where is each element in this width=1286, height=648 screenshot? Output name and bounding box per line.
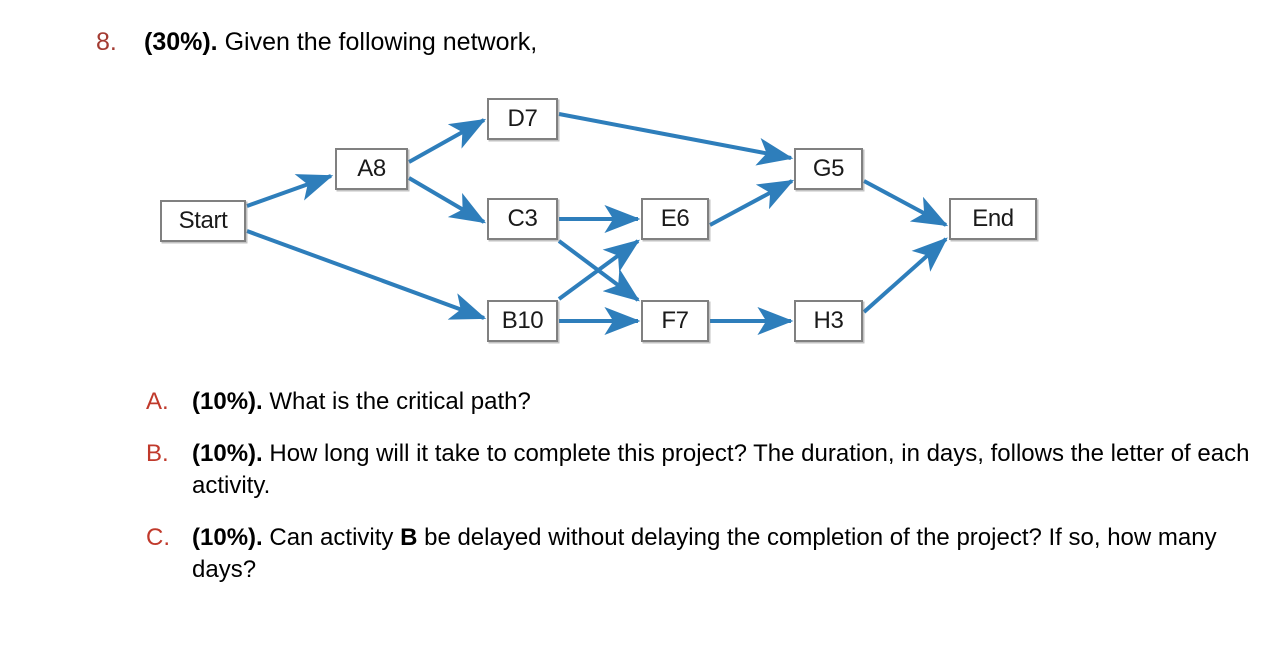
sub-question-b-text: How long will it take to complete this p… [192, 439, 1250, 499]
question-text-block: (30%). Given the following network, [144, 26, 1216, 58]
diagram-edge-e6-to-g5 [709, 179, 795, 227]
diagram-node-label: E6 [660, 205, 690, 232]
sub-question-a-body: (10%). What is the critical path? [192, 386, 1256, 418]
sub-question-c: C. (10%). Can activity B be delayed with… [146, 522, 1256, 586]
sub-question-a: A. (10%). What is the critical path? [146, 386, 1256, 418]
sub-question-list: A. (10%). What is the critical path? B. … [146, 386, 1256, 606]
sub-question-b-percent: (10%). [192, 439, 263, 467]
diagram-node-f7: F7 [641, 300, 709, 342]
diagram-node-end: End [949, 198, 1037, 240]
diagram-edge-b10-to-e6 [557, 239, 640, 301]
sub-question-b: B. (10%). How long will it take to compl… [146, 438, 1256, 502]
question-percent: (30%). [144, 28, 218, 56]
diagram-edge-start-to-b10 [246, 229, 487, 320]
diagram-node-label: D7 [507, 105, 538, 132]
diagram-edges-layer [246, 112, 949, 335]
question-heading: 8. (30%). Given the following network, [96, 26, 1216, 58]
diagram-node-c3: C3 [487, 198, 558, 240]
sub-question-a-percent: (10%). [192, 388, 263, 415]
diagram-node-label: A8 [357, 155, 386, 182]
question-number: 8. [96, 28, 117, 56]
diagram-node-e6: E6 [641, 198, 709, 240]
sub-question-c-text-tail: be delayed without delaying the completi… [192, 523, 1217, 583]
diagram-edge-d7-to-g5 [558, 112, 794, 166]
diagram-node-a8: A8 [335, 148, 408, 190]
sub-question-a-text: What is the critical path? [269, 388, 531, 415]
diagram-node-label: Start [178, 207, 228, 234]
sub-question-c-bold-token: B [400, 523, 418, 551]
diagram-node-b10: B10 [487, 300, 558, 342]
diagram-edge-a8-to-c3 [407, 176, 487, 224]
sub-question-c-percent: (10%). [192, 523, 263, 551]
sub-question-b-marker: B. [146, 439, 169, 467]
diagram-node-label: G5 [812, 155, 845, 182]
question-statement: Given the following network, [224, 28, 538, 56]
diagram-node-label: B10 [501, 307, 544, 334]
diagram-node-d7: D7 [487, 98, 558, 140]
diagram-node-h3: H3 [794, 300, 863, 342]
diagram-node-label: H3 [813, 307, 844, 334]
sub-question-a-marker: A. [146, 388, 169, 415]
diagram-node-label: C3 [507, 205, 538, 232]
diagram-node-start: Start [160, 200, 246, 242]
diagram-node-label: End [972, 205, 1014, 232]
diagram-node-g5: G5 [794, 148, 863, 190]
diagram-edge-start-to-a8 [246, 174, 334, 208]
diagram-edge-g5-to-end [863, 179, 949, 227]
sub-question-b-body: (10%). How long will it take to complete… [192, 438, 1256, 502]
sub-question-c-body: (10%). Can activity B be delayed without… [192, 522, 1256, 586]
diagram-node-label: F7 [661, 307, 689, 334]
sub-question-c-marker: C. [146, 523, 170, 551]
sub-question-c-text: Can activity [269, 523, 401, 551]
diagram-edge-a8-to-d7 [408, 118, 487, 164]
diagram-edge-h3-to-end [862, 237, 948, 314]
